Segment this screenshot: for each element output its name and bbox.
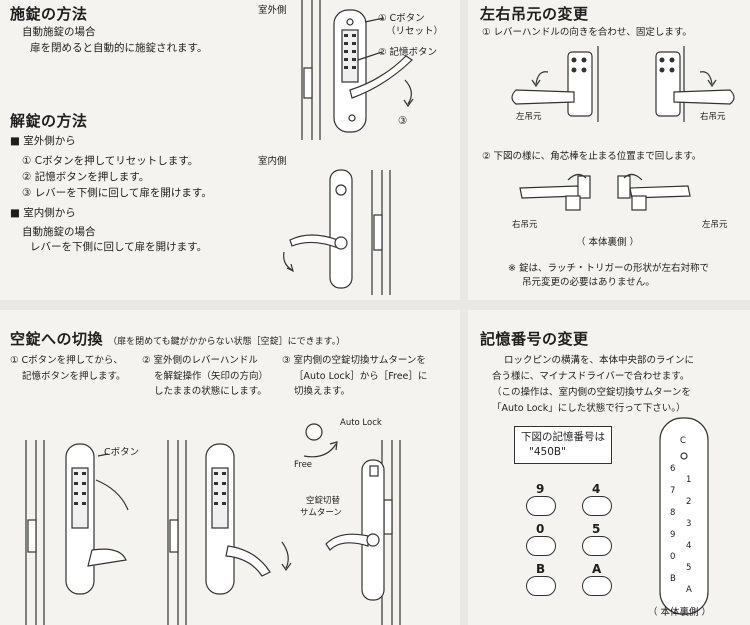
keypad-key-label: 3 [686, 519, 692, 529]
code-back-caption: （ 本体裏側 ） [648, 607, 712, 618]
panel-hinge-change: 左右吊元の変更 ① レバーハンドルの向きを合わせ、固定します。 左吊元 右吊元 … [468, 0, 750, 300]
code-desc-2: 合う様に、マイナスドライバーで合わせます。 [492, 371, 690, 382]
unlock-step-2: ② 記憶ボタンを押します。 [22, 171, 150, 183]
free-step-3c: 切換えます。 [294, 386, 351, 397]
label-right-hinge-1: 右吊元 [700, 112, 726, 122]
lock-pin[interactable] [582, 536, 612, 556]
free-step-2a: ② 室外側のレバーハンドル [142, 355, 258, 366]
inside-heading: ■ 室内側から [10, 207, 76, 219]
hinge-illustrations [511, 46, 735, 211]
unlock-step-1: ① Cボタンを押してリセットします。 [22, 155, 199, 167]
title-hinge: 左右吊元の変更 [480, 5, 589, 23]
free-step-1b: 記憶ボタンを押します。 [22, 371, 126, 382]
pin-label: 5 [592, 522, 601, 536]
label-c-button-2: Cボタン [104, 447, 140, 458]
title-free-mode: 空錠への切換 [10, 330, 104, 348]
free-step-1a: ① Cボタンを押してから、 [10, 355, 123, 366]
lock-pin[interactable] [526, 496, 556, 516]
keypad-key-label: 0 [670, 552, 676, 562]
pin-label: 0 [536, 522, 545, 536]
code-desc-4: 「Auto Lock」にした状態で行って下さい。） [492, 403, 686, 414]
free-step-2c: したままの状態にします。 [154, 386, 267, 397]
label-reset: （リセット） [386, 26, 444, 37]
pin-label: B [536, 562, 546, 576]
lock-pin[interactable] [526, 536, 556, 556]
title-unlocking: 解錠の方法 [10, 112, 88, 130]
hinge-step-2: ② 下図の様に、角芯棒を止まる位置まで回します。 [482, 151, 702, 162]
code-example-value: "450B" [529, 446, 566, 458]
code-example-label: 下図の記憶番号は [521, 431, 605, 443]
auto-lock-mode: 自動施錠の場合 [22, 26, 96, 38]
keypad-key-label: 5 [686, 563, 692, 573]
panel-lock-unlock: 施錠の方法 自動施錠の場合 扉を閉めると自動的に施錠されます。 解錠の方法 ■ … [0, 0, 460, 300]
label-left-hinge-2: 左吊元 [702, 220, 728, 230]
pin-label: 4 [592, 482, 601, 496]
free-step-3b: ［Auto Lock］から［Free］に [294, 371, 428, 382]
title-free-note: （扉を閉めても鍵がかからない状態［空錠］にできます。） [108, 337, 346, 347]
keypad-key-label: 2 [686, 497, 692, 507]
pin-label: 9 [536, 482, 545, 496]
title-code-change: 記憶番号の変更 [480, 330, 589, 348]
keypad-key-label: 6 [670, 464, 676, 474]
label-thumbturn-1: 空錠切替 [306, 496, 341, 506]
keypad-key-label: 4 [686, 541, 692, 551]
lock-pin[interactable] [526, 576, 556, 596]
keypad-key-label: A [686, 585, 692, 595]
code-desc-1: ロックピンの横溝を、本体中央部のラインに [504, 355, 695, 366]
lock-pin[interactable] [582, 576, 612, 596]
hinge-note-2: 吊元変更の必要はありません。 [522, 277, 655, 288]
back-side-caption: （ 本体裏側 ） [576, 237, 640, 248]
pin-label: A [592, 562, 602, 576]
unlock-step-3: ③ レバーを下側に回して扉を開けます。 [22, 187, 212, 199]
label-right-hinge-2: 右吊元 [512, 220, 538, 230]
keypad-c-label: C [680, 436, 686, 446]
label-thumbturn-2: サムターン [300, 508, 342, 518]
keypad-key-label: 7 [670, 486, 676, 496]
label-auto-lock: Auto Lock [340, 418, 382, 428]
free-mode-illustrations [25, 423, 401, 625]
inside-desc: レバーを下側に回して扉を開けます。 [30, 241, 208, 253]
panel-free-mode: 空錠への切換 （扉を閉めても鍵がかからない状態［空錠］にできます。） ① Cボタ… [0, 310, 460, 625]
label-c-button: ① Cボタン [378, 13, 425, 24]
keypad-key-label: B [670, 574, 676, 584]
lock-pin[interactable] [582, 496, 612, 516]
label-free: Free [294, 460, 313, 470]
label-memory-button: ② 記憶ボタン [378, 47, 438, 58]
panel-code-change: 記憶番号の変更 ロックピンの横溝を、本体中央部のラインに 合う様に、マイナスドラ… [468, 310, 750, 625]
free-step-3a: ③ 室内側の空錠切換サムターンを [282, 355, 426, 366]
code-desc-3: （この操作は、室内側の空錠切換サムターンを [492, 387, 691, 398]
inside-auto-mode: 自動施錠の場合 [22, 226, 96, 238]
code-example-box: 下図の記憶番号は "450B" [514, 426, 612, 464]
keypad-key-label: 1 [686, 475, 692, 485]
outside-heading: ■ 室外側から [10, 135, 76, 147]
hinge-step-1: ① レバーハンドルの向きを合わせ、固定します。 [482, 27, 692, 38]
outside-lock-illustration [283, 0, 414, 295]
label-step3: ③ [398, 115, 408, 127]
label-outside: 室外側 [258, 5, 287, 16]
label-left-hinge-1: 左吊元 [516, 112, 542, 122]
code-body-illustration [659, 417, 709, 615]
title-locking: 施錠の方法 [10, 5, 88, 23]
hinge-note-1: ※ 錠は、ラッチ・トリガーの形状が左右対称で [508, 263, 709, 274]
label-inside: 室内側 [258, 156, 287, 167]
keypad-key-label: 9 [670, 530, 676, 540]
keypad-key-label: 8 [670, 508, 676, 518]
free-step-2b: を解錠操作（矢印の方向） [154, 371, 269, 382]
auto-lock-desc: 扉を閉めると自動的に施錠されます。 [30, 42, 208, 54]
